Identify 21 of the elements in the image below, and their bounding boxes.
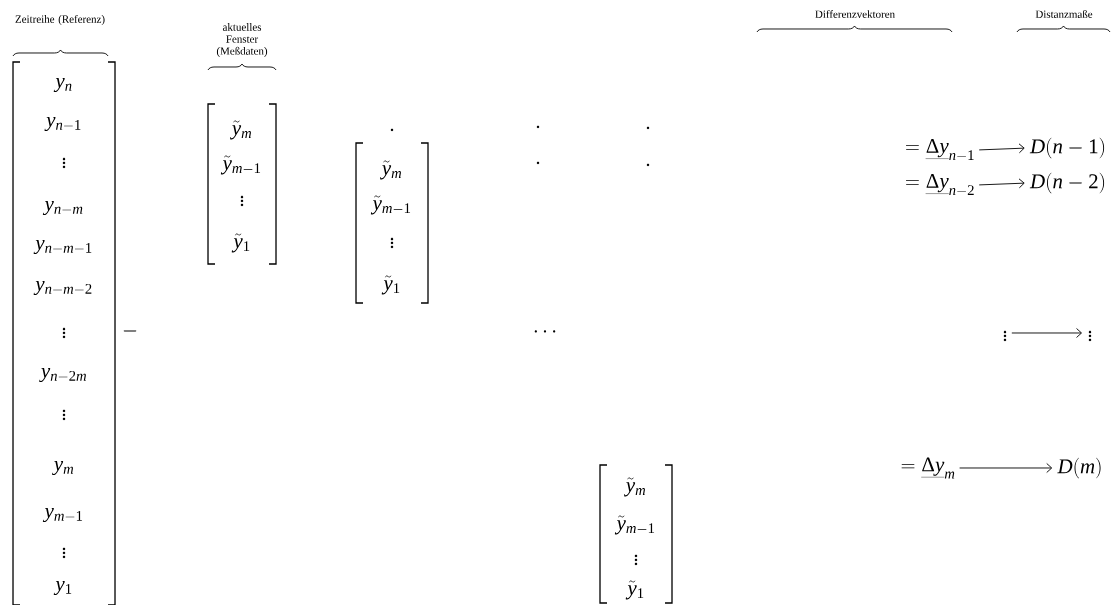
difference-formula: $=\underline{\Delta y}_{m}$ bbox=[901, 457, 955, 479]
heading: Zeitreihe (Referenz) bbox=[15, 14, 105, 25]
column-vector: $y_{n}$ $y_{n-1}$ $\vdots$ $y_{n-m}$ $y_{n-m-1}$ $y_{n-m-2}$ $\vdots$ $y_{n-2m}$ $\vdots$ $y_{m}$ $y_{m-1}$ $\vdots$ $y_{1}$ bbox=[12, 61, 116, 605]
arrow bbox=[1011, 328, 1082, 338]
distance-formula: $D(n-2)$ bbox=[1029, 172, 1105, 194]
heading: Distanzmaße bbox=[1035, 10, 1093, 18]
distance-formula: $D(m)$ bbox=[1057, 457, 1101, 479]
difference-formula: $\vdots$ bbox=[1003, 330, 1007, 342]
column-vector: $\tilde{y}_{m}$ $\tilde{y}_{m-1}$ $\vdots$ $\tilde{y}_{1}$ bbox=[207, 103, 277, 265]
arrow bbox=[978, 143, 1025, 154]
math-symbol: $\cdots$ bbox=[534, 330, 556, 333]
difference-formula: $=\underline{\Delta y}_{n-2}$ bbox=[905, 173, 974, 195]
heading: Differenzvektoren bbox=[815, 10, 895, 18]
difference-formula: $=\underline{\Delta y}_{n-1}$ bbox=[905, 138, 974, 160]
heading: aktuelles Fenster (Meßdaten) bbox=[216, 23, 268, 57]
arrow bbox=[959, 463, 1053, 473]
distance-formula: $\vdots$ bbox=[1088, 330, 1092, 342]
arrow bbox=[978, 178, 1025, 189]
column-vector: $\tilde{y}_{m}$ $\tilde{y}_{m-1}$ $\vdots$ $\tilde{y}_{1}$ bbox=[599, 464, 673, 604]
column-vector: $\tilde{y}_{m}$ $\tilde{y}_{m-1}$ $\vdots$ $\tilde{y}_{1}$ bbox=[355, 142, 429, 304]
distance-formula: $D(n-1)$ bbox=[1029, 137, 1105, 159]
